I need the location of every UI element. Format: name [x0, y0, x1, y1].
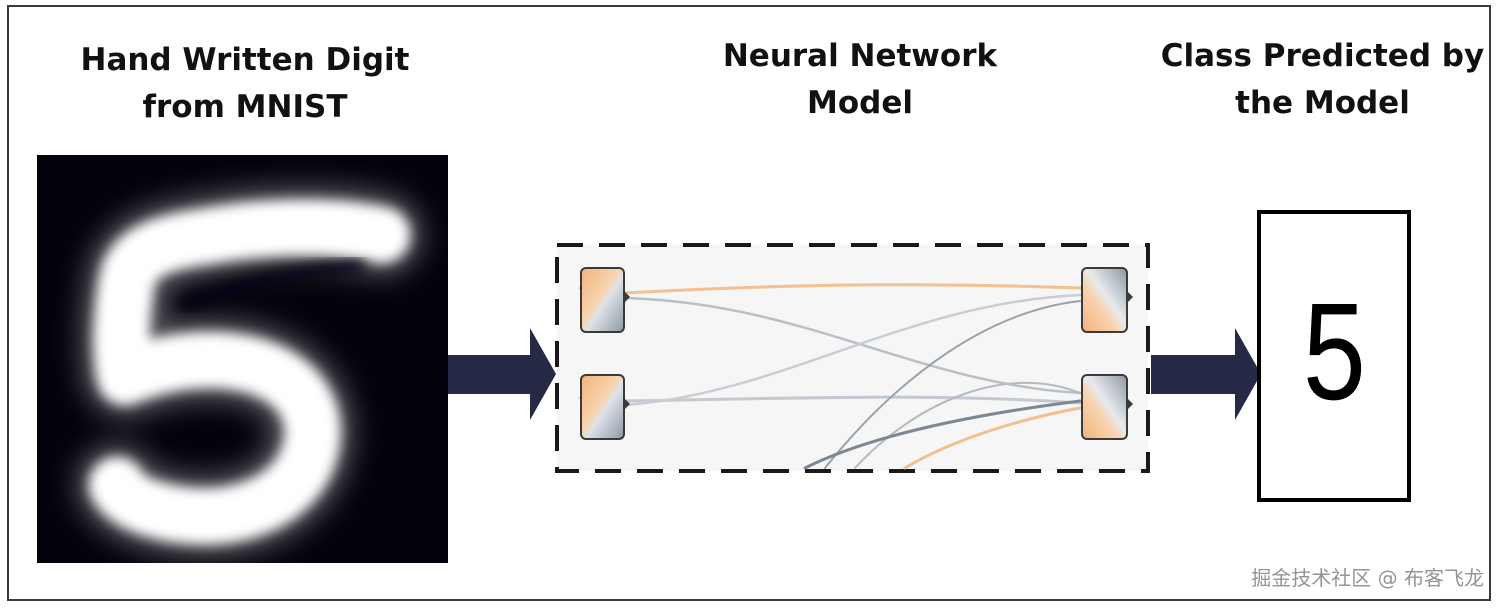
- predicted-class-value: 5: [1302, 275, 1366, 429]
- predicted-class-box: 5: [1257, 210, 1411, 502]
- network-graphic: [555, 243, 1150, 473]
- model-heading: Neural Network Model: [680, 33, 1040, 127]
- input-heading-line2: from MNIST: [142, 89, 348, 125]
- model-heading-line1: Neural Network: [722, 38, 998, 74]
- output-node-bottom: [1081, 374, 1133, 440]
- handwritten-five-graphic: [77, 187, 422, 557]
- model-heading-line2: Model: [807, 85, 913, 121]
- input-heading-line1: Hand Written Digit: [80, 42, 410, 78]
- input-node-top: [580, 267, 630, 333]
- output-heading-line2: the Model: [1235, 85, 1410, 121]
- output-node-top: [1081, 267, 1133, 333]
- input-heading: Hand Written Digit from MNIST: [60, 37, 430, 131]
- output-heading-line1: Class Predicted by: [1160, 38, 1485, 74]
- output-arrow: [1151, 328, 1263, 420]
- watermark-text: 掘金技术社区 @ 布客飞龙: [1251, 566, 1484, 590]
- neural-network-model: [555, 243, 1150, 473]
- input-arrow: [448, 328, 558, 420]
- input-node-bottom: [580, 374, 630, 440]
- output-heading: Class Predicted by the Model: [1150, 33, 1495, 127]
- mnist-digit-image: [37, 155, 448, 563]
